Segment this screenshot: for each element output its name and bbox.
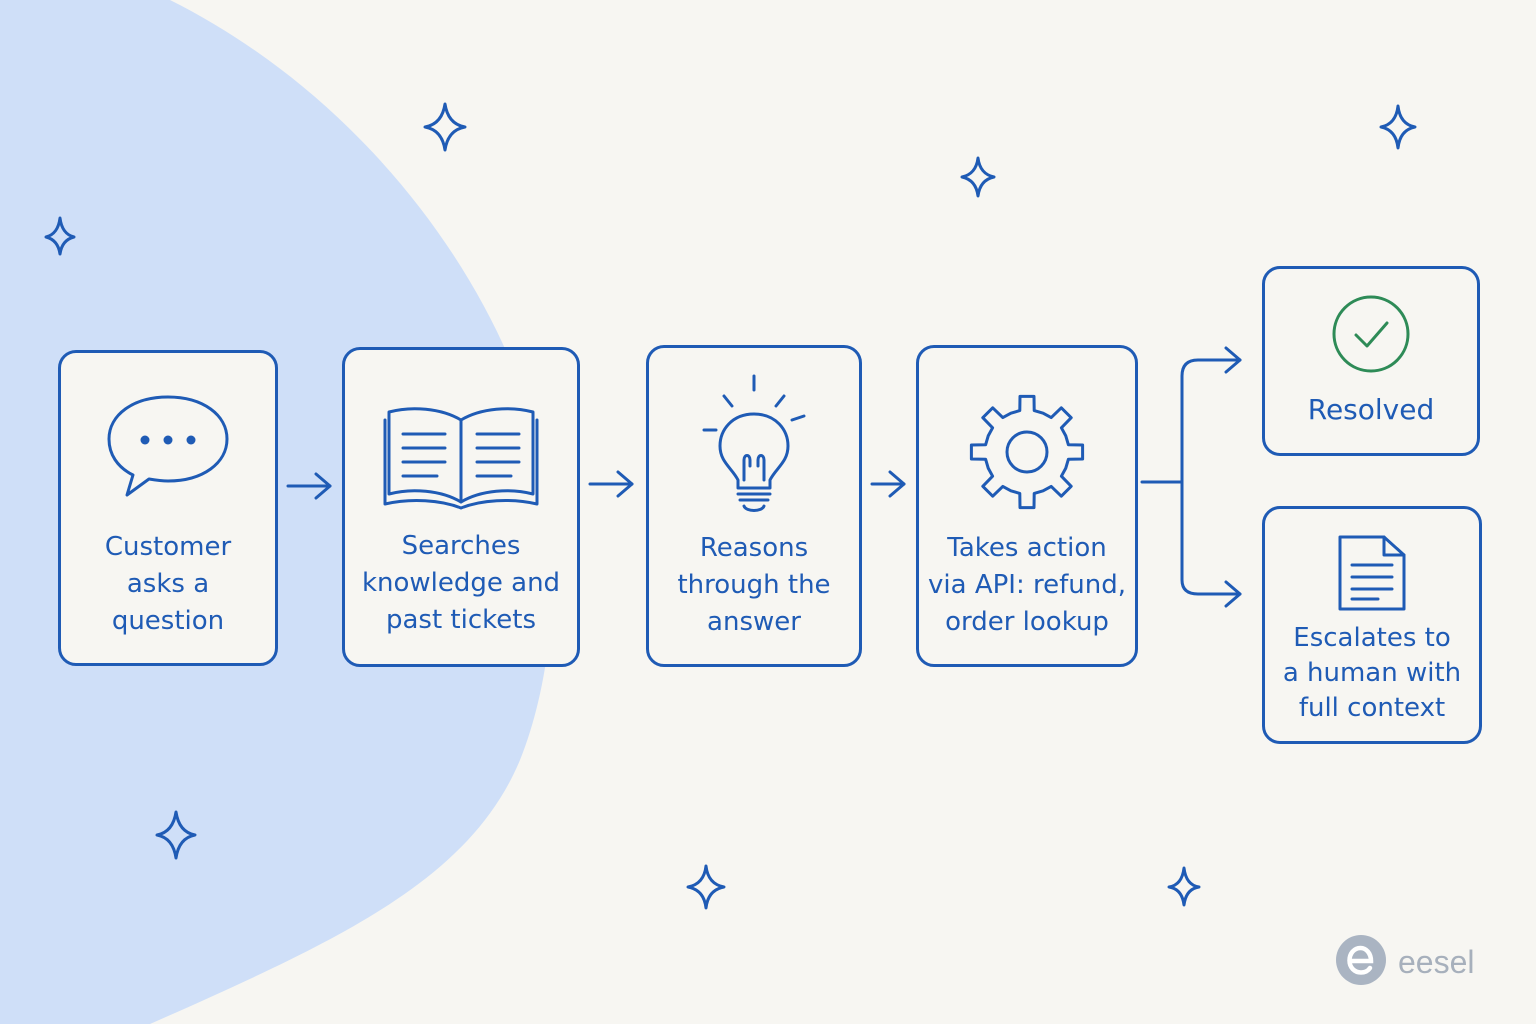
step-label: Takes action via API: refund, order look… (928, 533, 1126, 637)
arrow-icon (588, 470, 634, 498)
gear-icon (919, 392, 1135, 516)
sparkle-icon (1167, 866, 1201, 907)
document-icon (1265, 533, 1479, 617)
outcome-escalates: Escalates to a human with full context (1262, 506, 1482, 744)
step-label: Reasons through the answer (677, 533, 831, 637)
sparkle-icon (44, 216, 76, 256)
branch-connector (1140, 346, 1242, 608)
outcome-label: Resolved (1307, 393, 1435, 426)
sparkle-icon (686, 864, 726, 910)
sparkle-icon (155, 810, 197, 860)
open-book-icon (345, 400, 577, 514)
outcome-resolved: Resolved (1262, 266, 1480, 456)
arrow-icon (870, 470, 906, 498)
eesel-logo-icon (1336, 935, 1386, 989)
brand-name: eesel (1398, 943, 1475, 980)
step-customer-asks: Customer asks a question (58, 350, 278, 666)
speech-bubble-icon (61, 393, 275, 507)
check-circle-icon (1265, 293, 1477, 379)
outcome-label: Escalates to a human with full context (1282, 623, 1462, 723)
sparkle-icon (960, 156, 996, 198)
lightbulb-icon (649, 370, 859, 524)
sparkle-icon (423, 102, 467, 152)
step-searches-knowledge: Searches knowledge and past tickets (342, 347, 580, 667)
step-reasons-answer: Reasons through the answer (646, 345, 862, 667)
step-label: Searches knowledge and past tickets (361, 531, 561, 635)
sparkle-icon (1379, 104, 1417, 150)
step-takes-action: Takes action via API: refund, order look… (916, 345, 1138, 667)
brand-logo: eesel (1336, 935, 1475, 989)
arrow-icon (286, 472, 332, 500)
step-label: Customer asks a question (104, 532, 232, 636)
